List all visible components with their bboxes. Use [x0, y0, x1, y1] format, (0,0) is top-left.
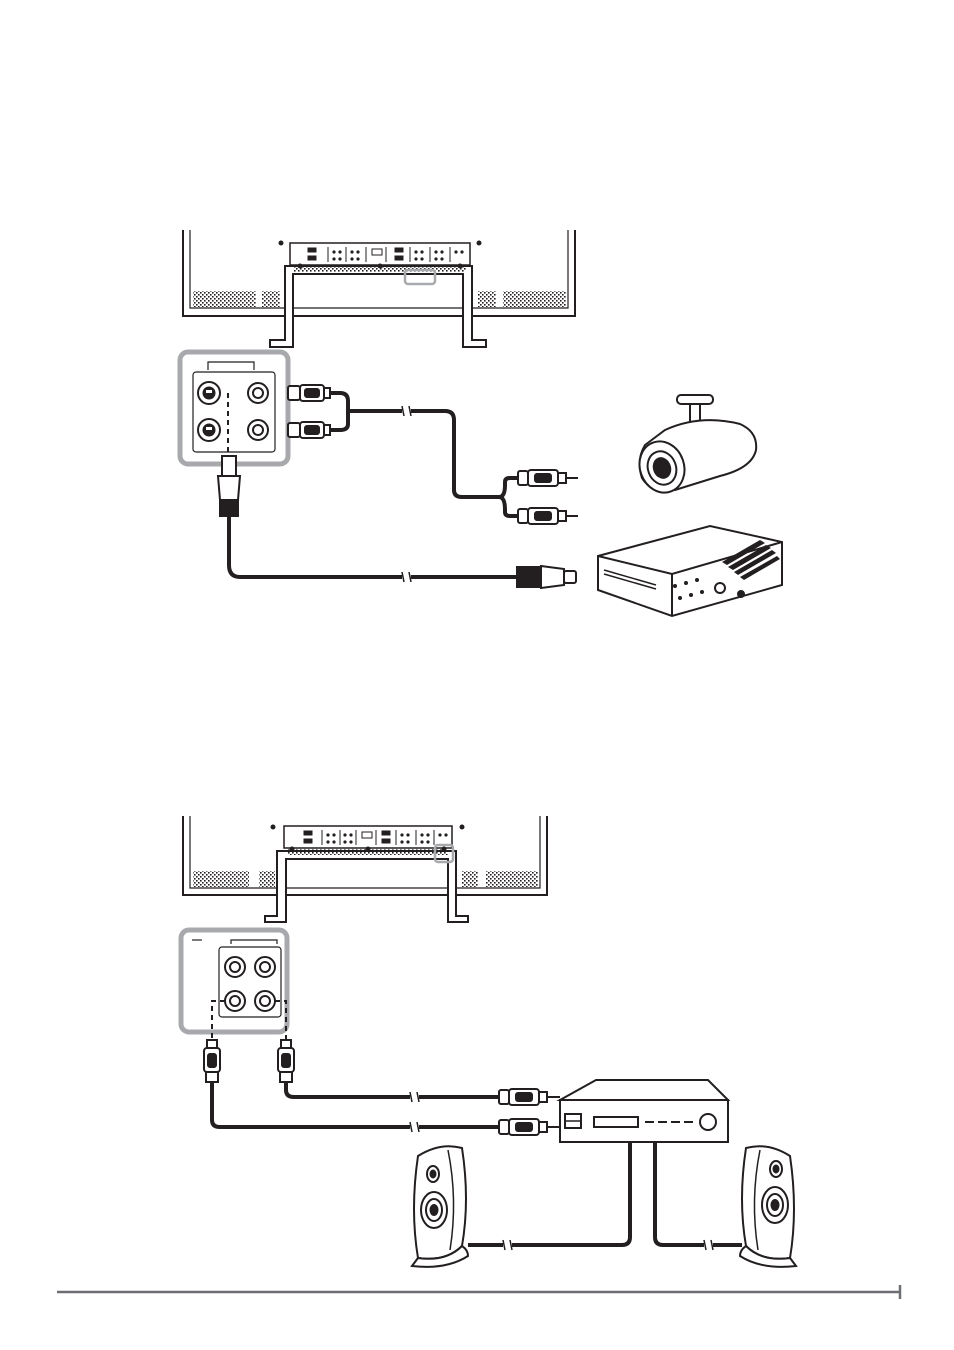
video-connection-figure [180, 230, 782, 616]
audio-jack-1 [225, 957, 245, 977]
cctv-camera [632, 395, 756, 499]
amplifier [560, 1080, 728, 1142]
audio-jack-2 [255, 957, 275, 977]
video-input-panel [180, 352, 288, 464]
audio-jack-3 [225, 991, 245, 1011]
s-video-jack-2 [198, 419, 220, 441]
rca-jack-1 [248, 383, 268, 403]
rca-jack-2 [248, 420, 268, 440]
monitor-rear-2 [183, 816, 547, 922]
speaker-wires [468, 1142, 742, 1250]
audio-connection-figure [181, 816, 796, 1267]
audio-jack-4 [255, 991, 275, 1011]
rca-cables-video [288, 385, 578, 524]
speaker-left [412, 1146, 468, 1267]
audio-cables [204, 1040, 560, 1135]
audio-output-panel [181, 930, 287, 1040]
footer-rule [57, 1285, 900, 1299]
video-player [598, 526, 782, 616]
s-video-jack-1 [198, 382, 220, 404]
monitor-rear-1 [183, 230, 575, 347]
speaker-right [740, 1146, 796, 1267]
